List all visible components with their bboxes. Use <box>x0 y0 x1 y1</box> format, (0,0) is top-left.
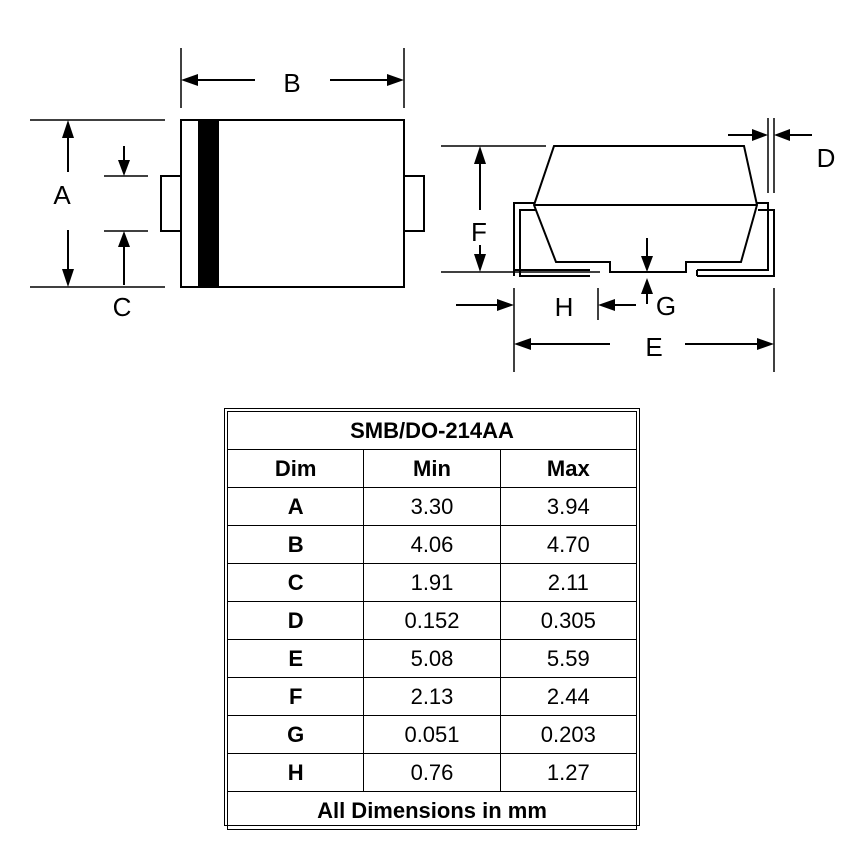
row-min: 5.08 <box>363 639 501 678</box>
row-min: 0.152 <box>363 601 501 640</box>
row-dim: E <box>226 639 365 678</box>
left-terminal <box>160 175 182 232</box>
table-title: SMB/DO-214AA <box>227 411 637 450</box>
side-view: D F G H E <box>441 118 835 372</box>
table-row: B 4.06 4.70 <box>226 525 638 564</box>
label-f: F <box>471 217 487 247</box>
row-max: 4.70 <box>499 525 638 564</box>
row-max: 2.44 <box>499 677 638 716</box>
row-min: 0.76 <box>363 753 501 792</box>
table-row: F 2.13 2.44 <box>226 677 638 716</box>
header-dim: Dim <box>226 449 365 488</box>
row-dim: F <box>226 677 365 716</box>
table-row: G 0.051 0.203 <box>226 715 638 754</box>
right-lead <box>697 202 775 277</box>
table-row: C 1.91 2.11 <box>226 563 638 602</box>
row-min: 0.051 <box>363 715 501 754</box>
row-max: 1.27 <box>499 753 638 792</box>
row-dim: G <box>226 715 365 754</box>
dimensions-table: SMB/DO-214AA Dim Min Max A 3.30 3.94 B 4… <box>224 408 640 830</box>
label-g: G <box>656 291 676 321</box>
row-max: 3.94 <box>499 487 638 526</box>
label-e: E <box>645 332 662 362</box>
table-row: E 5.08 5.59 <box>226 639 638 678</box>
header-min: Min <box>363 449 501 488</box>
row-max: 0.203 <box>499 715 638 754</box>
label-d: D <box>817 143 836 173</box>
label-h: H <box>555 292 574 322</box>
side-body <box>532 145 759 273</box>
row-min: 4.06 <box>363 525 501 564</box>
table-row: H 0.76 1.27 <box>226 753 638 792</box>
package-outline-drawing: B A C D <box>30 48 835 372</box>
row-max: 0.305 <box>499 601 638 640</box>
label-a: A <box>53 180 71 210</box>
row-dim: H <box>226 753 365 792</box>
row-min: 1.91 <box>363 563 501 602</box>
table-row: D 0.152 0.305 <box>226 601 638 640</box>
row-min: 2.13 <box>363 677 501 716</box>
label-c: C <box>113 292 132 322</box>
right-terminal <box>403 175 425 232</box>
row-max: 5.59 <box>499 639 638 678</box>
left-lead <box>513 202 590 277</box>
table-footer: All Dimensions in mm <box>227 791 637 830</box>
row-min: 3.30 <box>363 487 501 526</box>
table-row: A 3.30 3.94 <box>226 487 638 526</box>
row-dim: A <box>226 487 365 526</box>
label-b: B <box>283 68 300 98</box>
row-dim: D <box>226 601 365 640</box>
row-dim: B <box>226 525 365 564</box>
top-view: B A C <box>30 48 425 322</box>
row-max: 2.11 <box>499 563 638 602</box>
row-dim: C <box>226 563 365 602</box>
header-max: Max <box>499 449 638 488</box>
cathode-band <box>198 120 219 287</box>
